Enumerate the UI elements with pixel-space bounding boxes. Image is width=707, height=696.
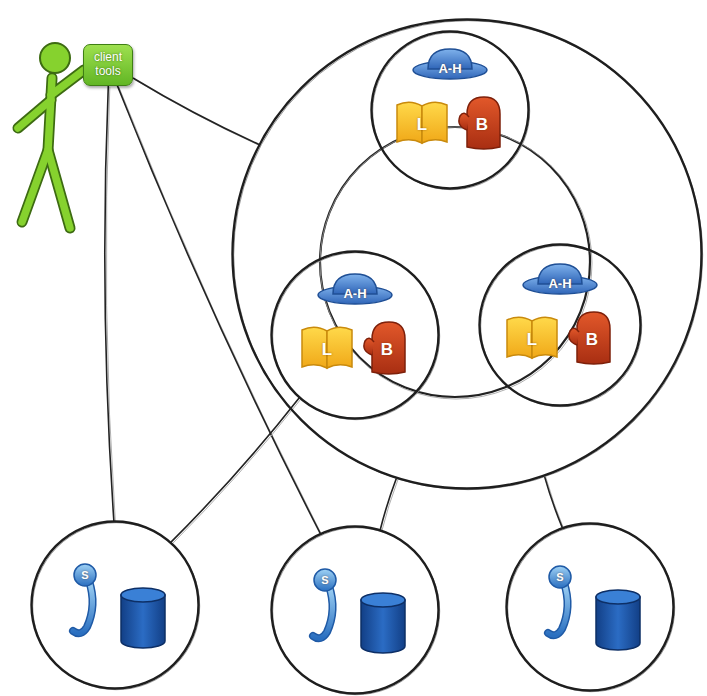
node-icons [302, 49, 610, 374]
tool-box: client tools [83, 44, 133, 86]
user-figure [18, 43, 84, 228]
connector [117, 86, 322, 536]
circle-outline [370, 30, 530, 190]
connector [133, 78, 261, 146]
shard-label: A-H [343, 287, 366, 300]
circle-outline [270, 525, 440, 695]
storage-icons [73, 564, 640, 653]
service-label: S [81, 570, 88, 581]
shard-label: A-H [548, 277, 571, 290]
tool-label: client tools [87, 51, 129, 79]
circle-outline [505, 522, 675, 692]
server-circle: A-H L B [270, 250, 440, 420]
connector [171, 397, 302, 544]
cluster-circle: A-H L B A-H L B A-H L B [231, 18, 703, 490]
service-label: S [321, 575, 328, 586]
shard-label: A-H [438, 62, 461, 75]
inner-ring [320, 127, 590, 397]
circle-outline [30, 520, 200, 690]
store-label: B [381, 341, 393, 358]
log-label: L [322, 341, 332, 358]
circle-outline [478, 243, 642, 407]
log-label: L [417, 116, 427, 133]
server-circle: A-H L B [370, 30, 530, 190]
log-label: L [527, 331, 537, 348]
store-label: B [586, 331, 598, 348]
service-label: S [556, 572, 563, 583]
storage-circle: S [505, 522, 675, 692]
server-circle: A-H L B [478, 243, 642, 407]
storage-circle: S [30, 520, 200, 690]
storage-circle: S [270, 525, 440, 695]
connector [105, 86, 116, 523]
store-label: B [476, 116, 488, 133]
connector [544, 475, 564, 529]
connector [380, 478, 398, 532]
circle-outline [270, 250, 440, 420]
circle-outline [231, 18, 703, 490]
